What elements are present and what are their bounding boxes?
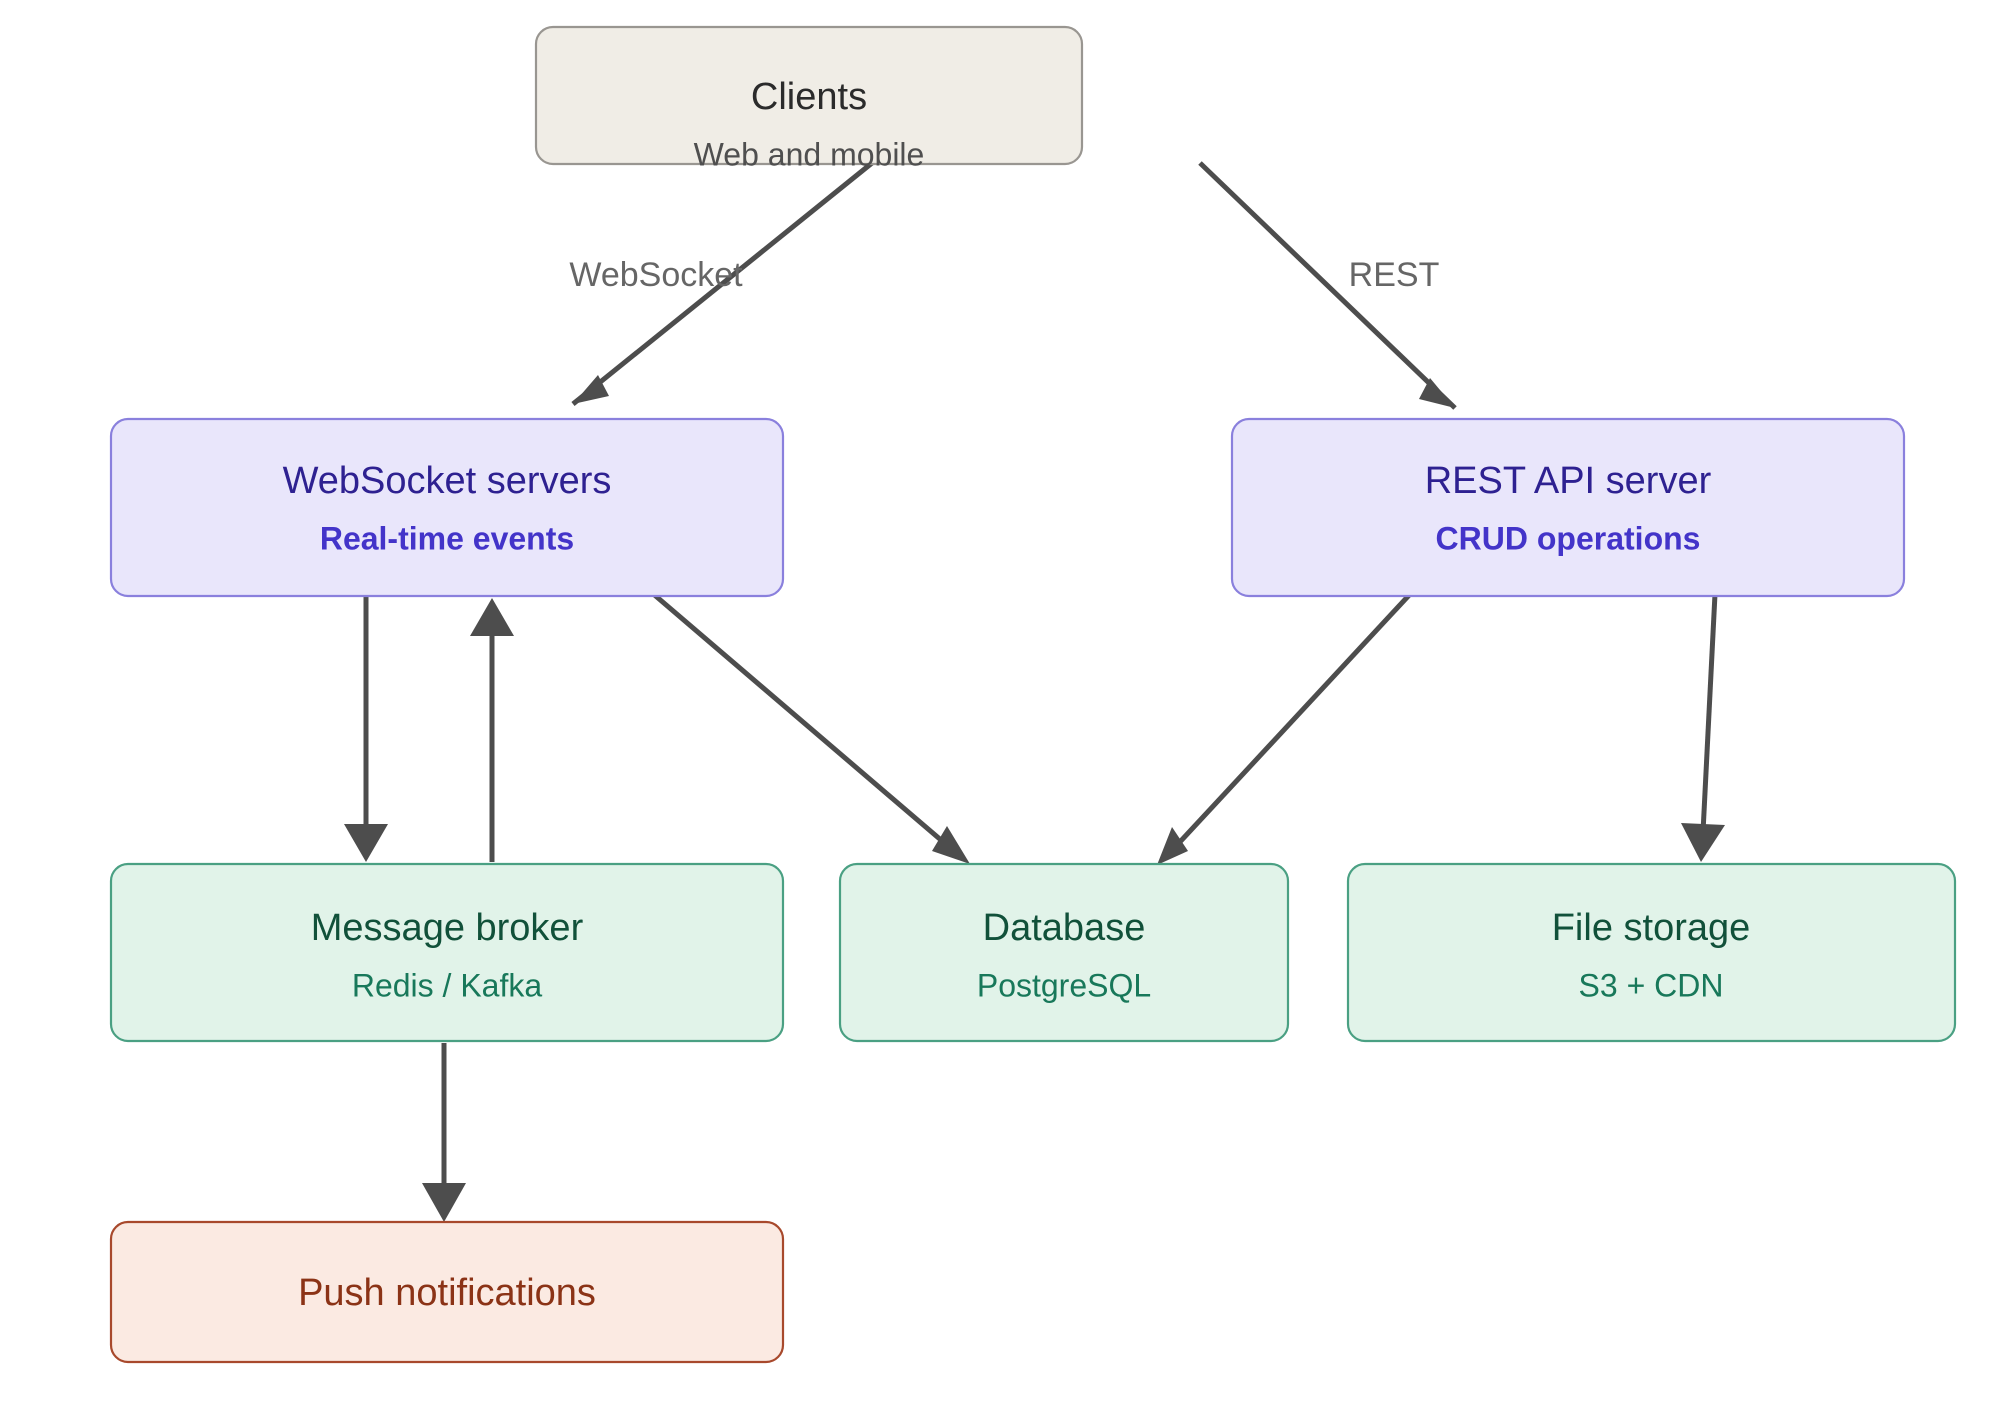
node-push-notifications[interactable]: Push notifications — [109, 1220, 785, 1364]
edge-clients-to-rest-api-server — [1198, 161, 1457, 410]
node-message-broker-box[interactable] — [109, 862, 785, 1043]
edge-message-broker-to-websocket-servers — [470, 598, 514, 862]
node-clients[interactable]: Clients Web and mobile — [534, 25, 1084, 172]
edge-clients-to-websocket-servers — [571, 161, 874, 406]
node-database[interactable]: Database PostgreSQL — [838, 862, 1290, 1043]
node-file-storage-title: File storage — [1552, 907, 1751, 949]
node-clients-title: Clients — [751, 76, 867, 118]
node-layer: Clients Web and mobile WebSocket servers… — [109, 25, 1957, 1364]
edge-rest-api-server-to-database — [1157, 590, 1414, 865]
edge-message-broker-to-push-notifications — [422, 1043, 466, 1222]
node-file-storage-subtitle: S3 + CDN — [1579, 967, 1724, 1003]
node-websocket-servers-box[interactable] — [109, 417, 785, 598]
node-rest-api-server-box[interactable] — [1230, 417, 1906, 598]
edge-layer — [344, 161, 1725, 1222]
edge-websocket-servers-to-database — [649, 590, 970, 864]
node-clients-box[interactable] — [534, 25, 1084, 166]
node-rest-api-server-subtitle: CRUD operations — [1436, 520, 1701, 556]
node-websocket-servers-subtitle: Real-time events — [320, 520, 574, 556]
node-database-title: Database — [983, 907, 1146, 949]
node-file-storage-box[interactable] — [1346, 862, 1957, 1043]
node-database-subtitle: PostgreSQL — [977, 967, 1151, 1003]
node-websocket-servers-title: WebSocket servers — [283, 460, 612, 502]
node-message-broker-title: Message broker — [311, 907, 584, 949]
node-rest-api-server[interactable]: REST API server CRUD operations — [1230, 417, 1906, 598]
node-push-notifications-box[interactable] — [109, 1220, 785, 1364]
edge-websocket-servers-to-message-broker — [344, 594, 388, 862]
node-websocket-servers[interactable]: WebSocket servers Real-time events — [109, 417, 785, 598]
node-file-storage[interactable]: File storage S3 + CDN — [1346, 862, 1957, 1043]
node-message-broker-subtitle: Redis / Kafka — [352, 967, 543, 1003]
edge-label-rest: REST — [1349, 256, 1440, 294]
edge-rest-api-server-to-file-storage — [1681, 593, 1725, 862]
node-database-box[interactable] — [838, 862, 1290, 1043]
node-rest-api-server-title: REST API server — [1425, 460, 1712, 502]
node-push-notifications-title: Push notifications — [298, 1272, 596, 1314]
edge-label-websocket: WebSocket — [569, 256, 743, 294]
edge-label-layer: WebSocket REST — [569, 256, 1439, 294]
node-clients-subtitle: Web and mobile — [694, 136, 925, 172]
node-message-broker[interactable]: Message broker Redis / Kafka — [109, 862, 785, 1043]
